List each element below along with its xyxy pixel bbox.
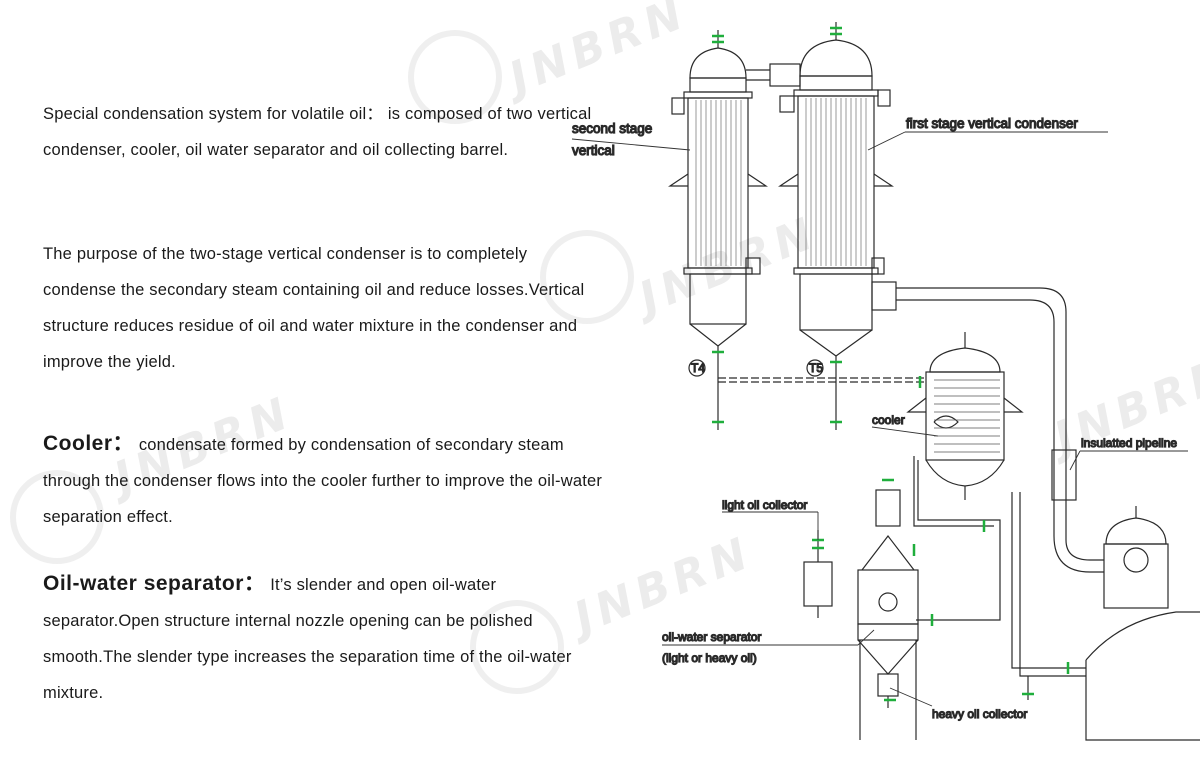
separator-paragraph: Oil-water separator： It’s slender and op… [43, 566, 603, 711]
label-second-stage: second stage [572, 121, 652, 136]
light-oil-collector-vessel [803, 530, 833, 618]
condensation-paragraph: Special condensation system for volatile… [43, 96, 603, 168]
second-stage-condenser [668, 30, 770, 347]
label-heavy-oil-collector: heavy oil collector [932, 707, 1027, 721]
label-second-stage-vertical: vertical [572, 143, 615, 158]
watermark-logo [470, 600, 564, 694]
condensation-body: is composed of two vertical condenser, c… [43, 105, 592, 159]
watermark-logo [408, 30, 502, 124]
label-cooler: cooler [872, 413, 905, 427]
temperature-tags [688, 359, 824, 377]
tag-t4: T4 [691, 361, 705, 375]
tag-t5: T5 [809, 361, 823, 375]
separator-body: It’s slender and open oil-water separato… [43, 576, 572, 702]
separator-lead: Oil-water separator： [43, 572, 266, 595]
cooler-body: condensate formed by condensation of sec… [43, 436, 603, 526]
cooler-paragraph: Cooler： condensate formed by condensatio… [43, 426, 603, 535]
watermark-logo [540, 230, 634, 324]
watermark-logo [10, 470, 104, 564]
purpose-body: The purpose of the two-stage vertical co… [43, 245, 585, 371]
cooler-vessel [906, 332, 1024, 500]
label-light-oil-collector: light oil collector [722, 498, 807, 512]
label-oil-water-separator: oil-water separator [662, 630, 761, 644]
label-first-stage: first stage vertical condenser [906, 116, 1078, 131]
oil-water-separator-vessel [857, 489, 919, 740]
first-stage-condenser [769, 22, 897, 357]
label-insulated-pipeline: insulatted pipeline [1081, 436, 1177, 450]
condensation-lead: Special condensation system for volatile… [43, 105, 384, 123]
purpose-paragraph: The purpose of the two-stage vertical co… [43, 236, 603, 380]
cooler-lead: Cooler： [43, 432, 135, 455]
oil-collecting-barrel [1085, 506, 1200, 741]
valves [712, 26, 1070, 702]
piping [717, 287, 1104, 700]
label-separator-type: (light or heavy oil) [662, 651, 757, 665]
leader-lines [571, 131, 1188, 707]
